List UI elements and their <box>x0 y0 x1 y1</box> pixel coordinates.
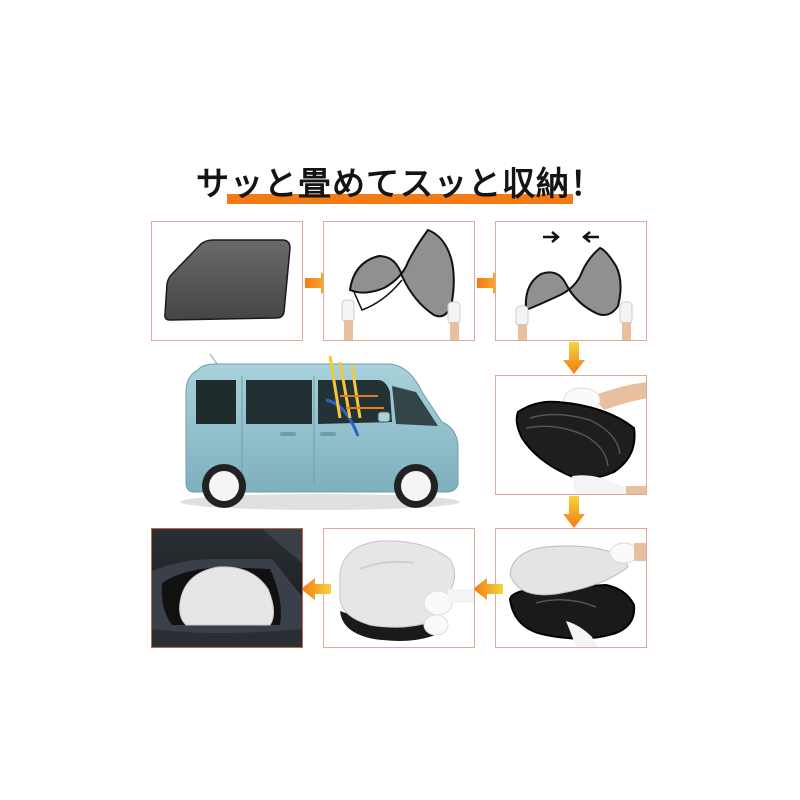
twist-sunshade-push-icon <box>515 231 633 340</box>
sunlight-rays-icon <box>328 355 384 419</box>
mini-van-icon <box>180 353 460 510</box>
step-6-silver-pouch <box>323 528 475 648</box>
down-arrow-icon <box>563 496 585 528</box>
step-5-pouch-insert <box>495 528 647 648</box>
flat-sunshade-icon <box>164 239 291 321</box>
step-2-twist-sunshade <box>323 221 475 341</box>
page-title: サッと畳めてスッと収納！ <box>196 164 604 203</box>
stored-pouch-icon <box>152 529 302 647</box>
step-3-push-together <box>495 221 647 341</box>
down-arrow-icon <box>563 342 585 374</box>
pouch-insert-icon <box>508 542 646 647</box>
step-4-coiled-sunshade <box>495 375 647 495</box>
title-banner: サッと畳めてスッと収納！ <box>0 160 800 210</box>
left-arrow-icon <box>301 578 331 600</box>
left-arrow-icon <box>473 578 503 600</box>
step-7-stored-pouch <box>151 528 303 648</box>
twist-sunshade-icon <box>341 228 461 340</box>
step-1-flat-sunshade <box>151 221 303 341</box>
title-underline <box>227 194 573 204</box>
push-arrows-icon <box>543 231 599 243</box>
coiled-sunshade-icon <box>515 382 646 494</box>
silver-pouch-icon <box>339 540 474 641</box>
